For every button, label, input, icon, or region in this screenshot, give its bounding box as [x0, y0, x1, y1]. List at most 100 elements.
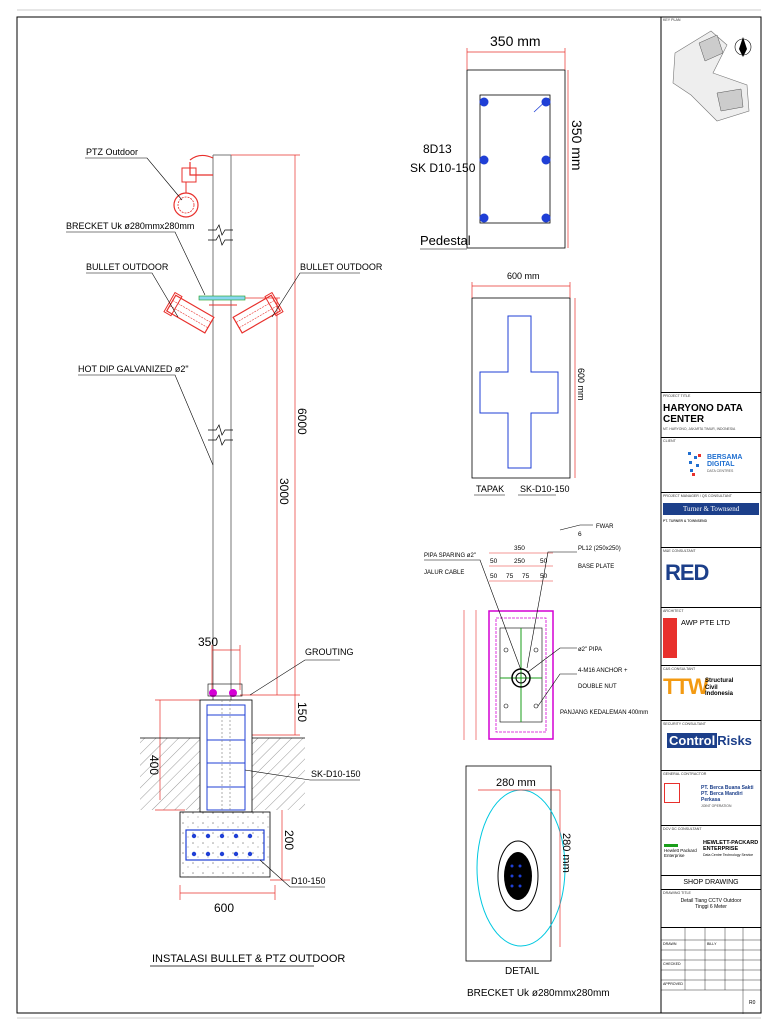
- cs-name3: Indonesia: [705, 691, 734, 697]
- bp-jalur: JALUR CABLE: [424, 570, 464, 576]
- footing-elevation: [179, 811, 271, 878]
- pm-cell: PROJECT MANAGER / QS CONSULTANT Turner &…: [661, 492, 761, 547]
- signature-table: DRAWN BILLY CHECKED APPROVED R0: [661, 927, 761, 1014]
- bracket-detail-label1: DETAIL: [505, 966, 540, 977]
- client-name2: DIGITAL: [707, 461, 735, 468]
- shop-drawing-label: SHOP DRAWING: [683, 879, 739, 886]
- architect-logo-icon: [663, 618, 677, 658]
- pm-company: PT. TURNER & TOWNSEND: [663, 519, 708, 523]
- pm-head: PROJECT MANAGER / QS CONSULTANT: [663, 494, 732, 498]
- drawing-title1: Detail Tiang CCTV Outdoor: [680, 898, 742, 904]
- cs-cell: C&S CONSULTANT TTW Structural Civil Indo…: [661, 665, 761, 720]
- dc-head: DCV DC CONSULTANT: [663, 827, 702, 831]
- tapak-side-dim: 600 mm: [576, 368, 586, 401]
- gc-logo-icon: [664, 783, 680, 803]
- mep-head: M&E CONSULTANT: [663, 549, 696, 553]
- sk-main-label: SK-D10-150: [311, 769, 361, 779]
- title-block: KEY PLAN PROJECT TITLE HARYONO DATA CENT…: [661, 17, 761, 1014]
- bracket-plate: [198, 295, 246, 301]
- grouting-label: GROUTING: [305, 647, 354, 657]
- d10-label: D10-150: [291, 876, 326, 886]
- dc-name4: ENTERPRISE: [703, 846, 739, 852]
- security-head: SECURITY CONSULTANT: [663, 722, 706, 726]
- bp-anchor: 4-M16 ANCHOR +: [578, 668, 628, 674]
- gc-name2: PT. Berca Mandiri Perkasa: [701, 791, 743, 803]
- sheet-border: [16, 16, 762, 1014]
- architect-cell: ARCHITECT AWP PTE LTD: [661, 607, 761, 665]
- bp-dim-50c: 50: [490, 573, 498, 580]
- baseplate-detail: 350 50 250 50 50 75 75 50 6 PIPA SPARING…: [424, 524, 648, 740]
- gc-cell: GENERAL CONTRACTOR PT. Berca Buana Sakti…: [661, 770, 761, 825]
- bp-dim-250: 250: [514, 558, 525, 565]
- bp-pipa2: ø2" PIPA: [578, 647, 602, 653]
- key-plan-head: KEY PLAN: [663, 18, 681, 22]
- key-plan-map: [672, 30, 752, 122]
- bp-dim-75b: 75: [522, 573, 530, 580]
- cs-logo: TTW: [663, 674, 709, 699]
- drawn-name: BILLY: [707, 942, 717, 946]
- bullet-left-label: BULLET OUTDOOR: [86, 262, 169, 272]
- cs-name1: Structural: [705, 678, 734, 684]
- pedestal-elevation: [199, 699, 253, 813]
- dc-name1: Hewlett Packard: [664, 848, 697, 853]
- dc-name5: Data Centre Technology Service: [703, 853, 754, 857]
- client-cell: CLIENT BERSAMA DIGITAL DATA CENTRES: [661, 437, 761, 492]
- bracket-detail-label2: BRECKET Uk ø280mmx280mm: [467, 988, 610, 999]
- mep-logo: RED: [665, 560, 709, 585]
- cs-name2: Civil: [705, 684, 718, 691]
- bracket-side-dim: 280 mm: [560, 833, 572, 873]
- gc-name1: PT. Berca Buana Sakti: [701, 785, 754, 791]
- bp-nut: DOUBLE NUT: [578, 684, 617, 690]
- bracket-top-dim: 280 mm: [496, 777, 536, 789]
- pedestal-top-dim: 350 mm: [490, 33, 541, 49]
- bp-pipa-sparing: PIPA SPARING ø2": [424, 553, 476, 559]
- approved-label: APPROVED: [663, 982, 683, 986]
- dc-name2: Enterprise: [664, 853, 685, 858]
- dim-150: 150: [295, 702, 309, 722]
- hot-dip-label: HOT DIP GALVANIZED ø2": [78, 364, 189, 374]
- project-title-cell: PROJECT TITLE HARYONO DATA CENTER MT. HA…: [661, 392, 761, 437]
- drawing-title-cell: DRAWING TITLE Detail Tiang CCTV Outdoor …: [661, 889, 761, 927]
- mep-cell: M&E CONSULTANT RED: [661, 547, 761, 607]
- dim-3000: 3000: [277, 478, 291, 505]
- architect-name: AWP PTE LTD: [681, 618, 731, 627]
- pedestal-label: Pedestal: [420, 233, 471, 248]
- pedestal-side-dim: 350 mm: [569, 120, 585, 171]
- bp-dim-350: 350: [514, 545, 525, 552]
- tapak-top-dim: 600 mm: [507, 271, 540, 281]
- security-name1: Control: [667, 733, 718, 748]
- pedestal-rebar: 8D13: [423, 142, 452, 156]
- project-title: HARYONO DATA CENTER: [663, 403, 743, 425]
- cs-head: C&S CONSULTANT: [663, 667, 696, 671]
- bp-dim-6: 6: [578, 531, 582, 538]
- dc-cell: DCV DC CONSULTANT Hewlett Packard Enterp…: [661, 825, 761, 875]
- client-head: CLIENT: [663, 439, 676, 443]
- tapak-plan: 600 mm 600 mm TAPAK SK-D10-150: [471, 271, 586, 496]
- bp-fwar: FWAR: [596, 524, 614, 530]
- dim-6000: 6000: [295, 408, 309, 435]
- bracket-detail: 280 mm 280 mm DETAIL BRECKET Uk ø280mmx2…: [465, 765, 610, 999]
- pedestal-stirrup: SK D10-150: [410, 161, 476, 175]
- bp-panjang: PANJANG KEDALEMAN 400mm: [560, 710, 648, 716]
- drawing-title-head: DRAWING TITLE: [663, 891, 691, 895]
- pm-logo: Turner & Townsend: [663, 503, 759, 515]
- bracket-label: BRECKET Uk ø280mmx280mm: [66, 221, 194, 231]
- dim-350: 350: [198, 635, 218, 649]
- bp-dim-50b: 50: [540, 558, 548, 565]
- bp-pl12: PL12 (250x250): [578, 546, 621, 552]
- checked-label: CHECKED: [663, 962, 681, 966]
- bp-dim-50a: 50: [490, 558, 498, 565]
- key-plan-cell: KEY PLAN: [661, 17, 761, 137]
- project-title-head: PROJECT TITLE: [663, 394, 691, 398]
- project-address: MT. HARYONO, JAKARTA TIMUR, INDONESIA: [663, 427, 736, 431]
- client-name1: BERSAMA: [707, 454, 743, 461]
- client-logo-icon: [686, 452, 704, 478]
- dim-200: 200: [282, 830, 296, 850]
- dim-400: 400: [147, 755, 161, 775]
- client-name3: DATA CENTRES: [707, 469, 734, 473]
- pedestal-section: 350 mm 350 mm 8D13 SK D10-150 Pedestal: [410, 33, 585, 250]
- hpe-logo-icon: [664, 844, 678, 847]
- bullet-camera-right: [232, 291, 284, 334]
- ptz-housing: [181, 167, 197, 183]
